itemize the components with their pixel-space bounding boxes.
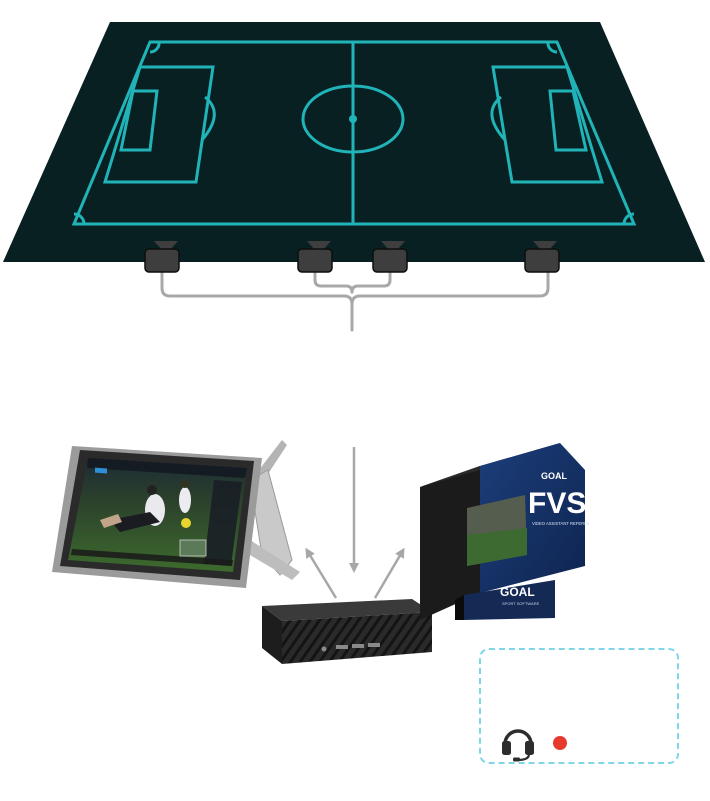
tablet-device: [52, 440, 300, 588]
booth-sub-tagline: SPORT SOFTWARE: [502, 601, 540, 606]
football-pitch: [3, 22, 705, 262]
corner-arc-tl: [149, 41, 161, 54]
right-goal-area: [548, 89, 588, 152]
camera-icon: [524, 241, 560, 273]
corner-arc-tr: [546, 41, 558, 54]
camera-icon: [372, 241, 408, 273]
right-penalty-arc: [490, 95, 507, 141]
camera-icon: [297, 241, 333, 273]
right-penalty-area: [491, 65, 605, 184]
left-goal-area: [119, 89, 159, 152]
referee-communication-box: [479, 648, 679, 764]
data-flow-arrows: [305, 447, 405, 599]
booth-sub-brand: GOAL: [500, 585, 535, 599]
arrow-server-to-booth: [373, 547, 405, 599]
center-circle: [301, 84, 405, 154]
booth-tagline: VIDEO ASSISTANT REFEREE: [532, 521, 590, 526]
tablet-preview-pip: [179, 539, 207, 557]
var-monitor-booth: GOAL FVS VIDEO ASSISTANT REFEREE GOAL SP…: [420, 443, 590, 620]
arrow-server-to-tablet: [305, 547, 338, 599]
headset-icon: [502, 729, 534, 762]
players-footage: [100, 480, 191, 532]
corner-arc-bl: [73, 212, 86, 225]
left-penalty-area: [102, 65, 215, 184]
booth-edge-text: GOAL: [561, 583, 575, 618]
record-dot-icon: [553, 736, 567, 750]
camera-icon: [144, 241, 180, 273]
booth-product-name: FVS: [528, 487, 586, 520]
left-penalty-arc: [200, 95, 216, 141]
center-spot: [349, 115, 357, 123]
booth-brand-mark: GOAL: [541, 471, 568, 481]
camera-cable-tree: [160, 268, 550, 332]
corner-arc-br: [622, 212, 635, 225]
server-box: [262, 599, 432, 664]
pitch-boundary: [71, 40, 637, 226]
